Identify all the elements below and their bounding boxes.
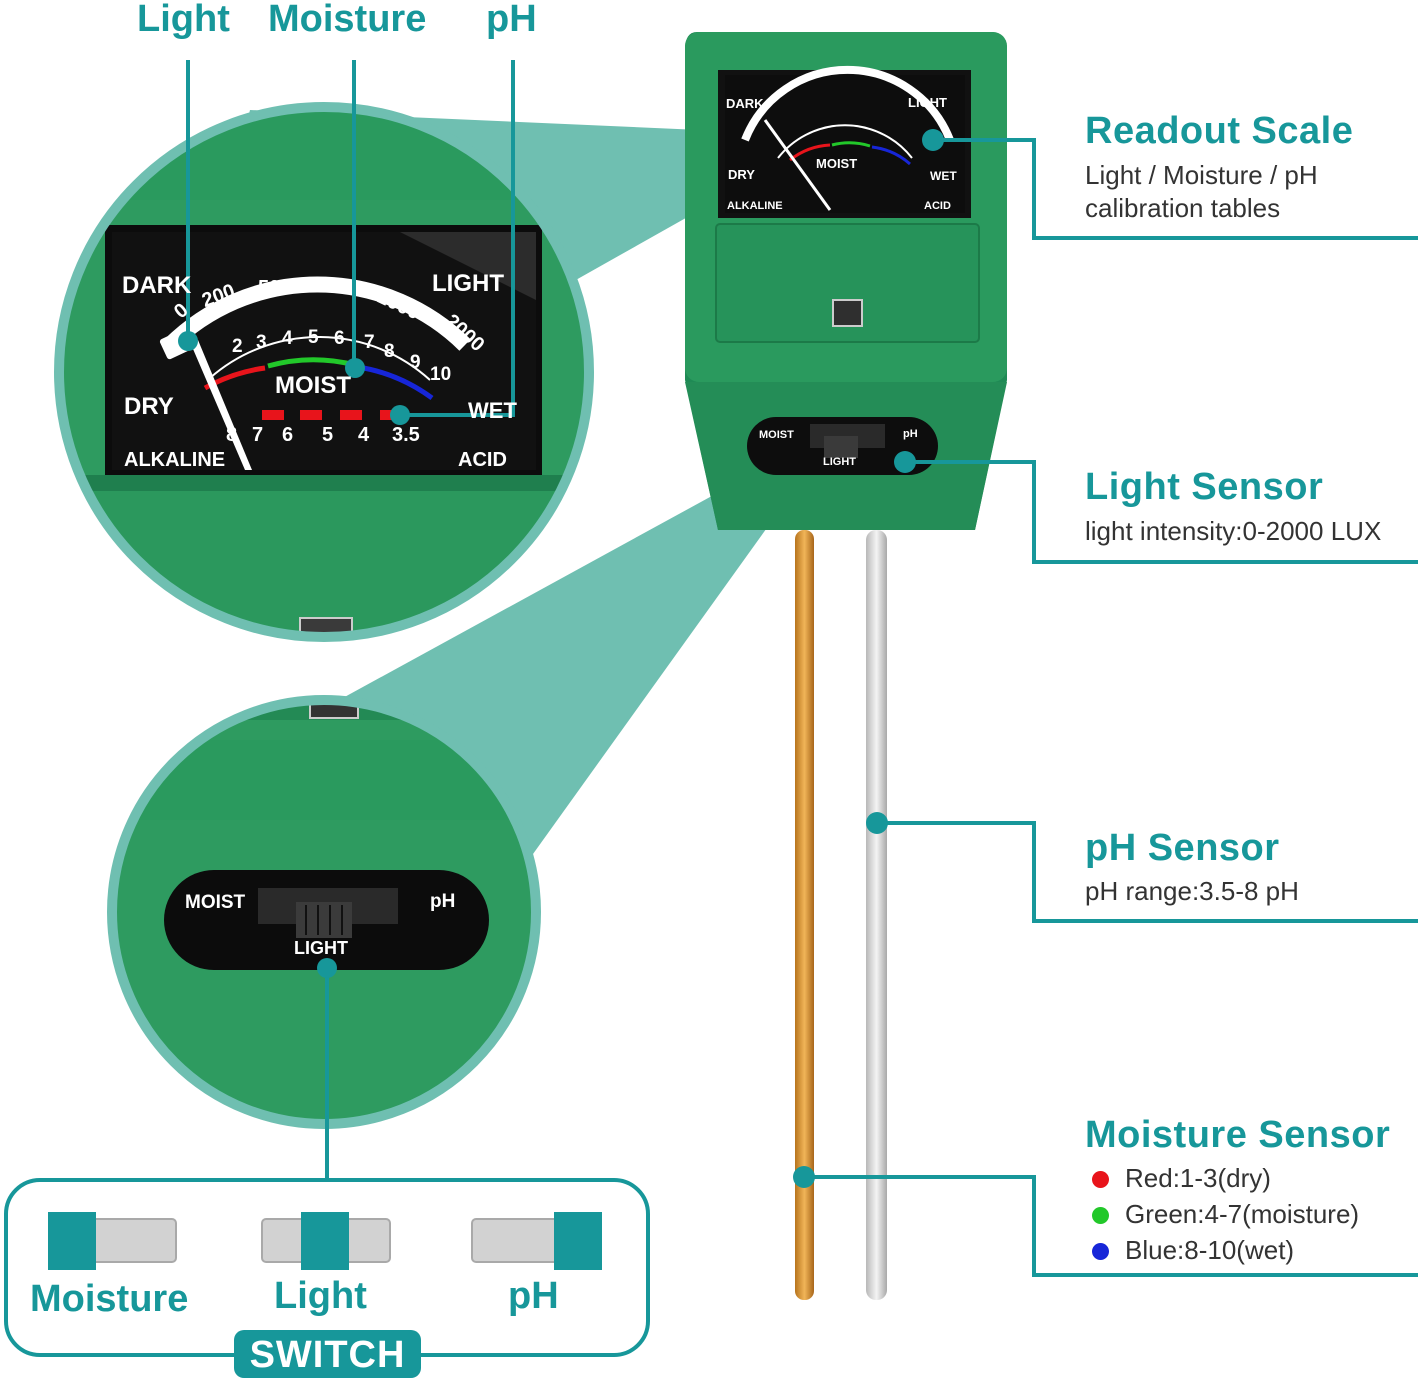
meter-ph-tick: 6 (282, 424, 294, 446)
ph-sensor-title: pH Sensor (1085, 827, 1280, 869)
switch-badge: SWITCH (234, 1330, 421, 1378)
meter-moist-label: MOIST (275, 372, 351, 399)
light-sensor-desc: light intensity:0-2000 LUX (1085, 516, 1382, 546)
legend-label: Blue:8-10(wet) (1125, 1235, 1295, 1265)
green-dot-icon (1092, 1207, 1109, 1224)
meter-ph-tick: 4 (358, 424, 370, 446)
meter-needle (190, 340, 252, 470)
switch-knob-ph (554, 1212, 602, 1270)
legend-label: Red:1-3(dry) (1125, 1163, 1271, 1193)
meter-dark-label: DARK (122, 272, 192, 299)
zoom-switch-ph: pH (430, 891, 456, 912)
moisture-probe (795, 530, 814, 1300)
device-moist-label: MOIST (816, 156, 858, 171)
readout-scale-title: Readout Scale (1085, 110, 1354, 152)
meter-dry-label: DRY (124, 393, 174, 420)
device-switch-moist: MOIST (759, 429, 794, 441)
label-moisture: Moisture (268, 0, 427, 40)
device-light-label: LIGHT (908, 95, 947, 110)
device-acid-label: ACID (924, 200, 951, 212)
meter-ph-tick: 3.5 (392, 424, 420, 446)
meter-moist-tick: 4 (282, 328, 293, 349)
right-leaders (804, 138, 1418, 1277)
zoom-switch-moist: MOIST (185, 892, 246, 913)
legend-item-green: Green:4-7(moisture) (1092, 1199, 1359, 1230)
switch-knob-light (301, 1212, 349, 1270)
legend-label: Green:4-7(moisture) (1125, 1199, 1360, 1229)
meter-ph-tick: 7 (252, 424, 264, 446)
ph-probe (866, 530, 887, 1300)
zoom-switch-light: LIGHT (294, 938, 348, 958)
meter-wet-label: WET (468, 398, 517, 423)
blue-dot-icon (1092, 1243, 1109, 1260)
label-light: Light (137, 0, 230, 40)
meter-moist-tick: 7 (364, 332, 375, 353)
device-dry-label: DRY (728, 167, 755, 182)
light-sensor-title: Light Sensor (1085, 466, 1324, 508)
switch-option-light: Light (274, 1275, 367, 1317)
switch-option-ph: pH (508, 1275, 559, 1317)
red-dot-icon (1092, 1171, 1109, 1188)
readout-scale-desc-1: Light / Moisture / pH (1085, 160, 1318, 190)
meter-moist-tick: 8 (384, 341, 395, 362)
meter-moist-tick: 2 (232, 336, 243, 357)
meter-ph-tick: 5 (322, 424, 334, 446)
switch-knob-moisture (48, 1212, 96, 1270)
device-dark-label: DARK (726, 96, 764, 111)
meter-moist-tick: 10 (430, 364, 452, 385)
device (685, 32, 1007, 1300)
meter-moist-tick: 9 (410, 352, 421, 373)
device-wet-label: WET (930, 169, 957, 183)
legend-item-blue: Blue:8-10(wet) (1092, 1235, 1294, 1266)
device-alkaline-label: ALKALINE (727, 200, 783, 212)
ph-sensor-desc: pH range:3.5-8 pH (1085, 876, 1299, 906)
legend-item-red: Red:1-3(dry) (1092, 1163, 1271, 1194)
meter-lux-tick: 500 (258, 277, 292, 299)
meter-light-label: LIGHT (432, 270, 504, 297)
switch-option-moisture: Moisture (30, 1278, 189, 1320)
meter-moist-tick: 5 (308, 327, 319, 348)
label-ph: pH (486, 0, 537, 40)
light-sensor-window (832, 299, 863, 327)
moisture-sensor-title: Moisture Sensor (1085, 1114, 1391, 1156)
meter-alkaline-label: ALKALINE (124, 449, 226, 471)
meter-acid-label: ACID (458, 449, 507, 471)
lower-panel (715, 223, 980, 343)
readout-scale-desc-2: calibration tables (1085, 193, 1281, 223)
top-leaders (186, 60, 515, 417)
device-switch-light: LIGHT (823, 456, 856, 468)
meter-moist-tick: 3 (256, 332, 267, 353)
device-switch-ph: pH (903, 428, 918, 440)
meter-ph-tick: 8 (226, 424, 238, 446)
meter-moist-tick: 6 (334, 328, 345, 349)
